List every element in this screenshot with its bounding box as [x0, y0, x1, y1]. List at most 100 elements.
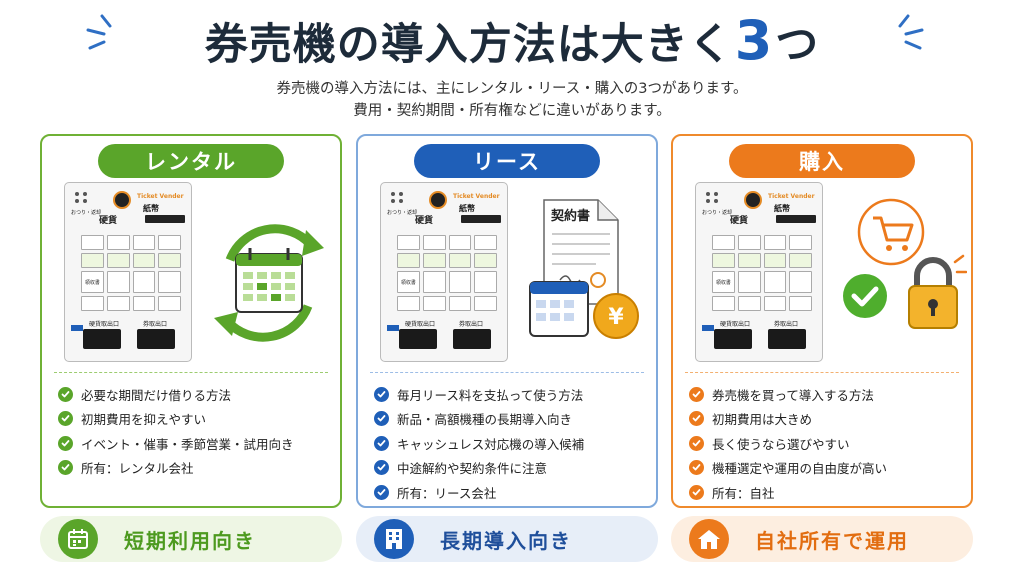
coin-label: 硬貨 — [730, 216, 749, 226]
ticket-button — [789, 253, 812, 268]
ticket-button — [422, 296, 446, 311]
bottom-badge-purchase: 自社所有で運用 — [671, 516, 973, 562]
contract-document-icon: 契約書 ¥ — [529, 199, 639, 339]
machine-badge — [71, 325, 83, 331]
check-icon — [374, 460, 389, 476]
machine-brand: Ticket Vender — [137, 193, 184, 200]
machine-brand: Ticket Vender — [453, 193, 500, 200]
check-icon — [374, 435, 389, 451]
coin-return-slot — [399, 329, 437, 349]
ticket-button — [448, 253, 472, 268]
yen-coin-icon: ¥ — [608, 305, 624, 330]
purchase-illustration — [843, 198, 967, 329]
ticket-button — [81, 235, 104, 250]
title-number: 3 — [734, 8, 774, 72]
ticket-button — [422, 271, 446, 293]
ticket-button — [737, 271, 761, 293]
item-text: 必要な期間だけ借りる方法 — [81, 387, 232, 403]
coin-return-slot — [83, 329, 121, 349]
building-icon — [374, 519, 414, 559]
subtitle-line-1: 券売機の導入方法には、主にレンタル・リース・購入の3つがあります。 — [276, 81, 748, 97]
bill-label: 紙幣 — [774, 204, 790, 213]
coin-slot-icon — [113, 191, 131, 209]
ticket-machine: Ticket Vender 紙幣 硬貨 おつり・返却 領収書 硬貨取出口 券取出… — [380, 182, 508, 362]
ticket-button — [737, 253, 761, 268]
bottom-label: 自社所有で運用 — [755, 528, 909, 553]
item-text: 所有：リース会社 — [397, 485, 497, 501]
bottom-label: 長期導入向き — [440, 528, 572, 553]
ticket-button — [474, 271, 497, 293]
ticket-button — [158, 271, 181, 293]
change-label: おつり・返却 — [387, 210, 418, 216]
ticket-button — [789, 296, 812, 311]
ticket-button — [712, 235, 735, 250]
list-item: イベント・催事・季節営業・試用向き — [58, 431, 334, 456]
list-item: 券売機を買って導入する方法 — [689, 382, 965, 407]
item-text: 長く使うなら選びやすい — [712, 436, 850, 452]
item-text: 所有：レンタル会社 — [81, 461, 194, 477]
ticket-button — [397, 296, 420, 311]
ticket-button — [789, 235, 812, 250]
item-text: 券売機を買って導入する方法 — [712, 387, 874, 403]
ticket-button — [397, 235, 420, 250]
ticket-button — [158, 253, 181, 268]
bill-label: 紙幣 — [143, 204, 159, 213]
check-icon — [689, 484, 704, 500]
ticket-button — [132, 271, 156, 293]
ticket-button — [448, 296, 472, 311]
item-list: 必要な期間だけ借りる方法初期費用を抑えやすいイベント・催事・季節営業・試用向き所… — [58, 382, 334, 480]
header: 券売機の導入方法は大きく 3 つ — [0, 8, 1024, 72]
card-lease: リース Ticket Vender 紙幣 硬貨 おつり・返却 領収書 硬貨取出口… — [356, 134, 658, 508]
subtitle: 券売機の導入方法には、主にレンタル・リース・購入の3つがあります。 費用・契約期… — [0, 78, 1024, 122]
ticket-button — [448, 271, 472, 293]
bottom-badge-lease: 長期導入向き — [356, 516, 658, 562]
list-item: 機種選定や運用の自由度が高い — [689, 456, 965, 481]
check-icon — [689, 386, 704, 402]
ticket-button — [132, 235, 156, 250]
card-label: レンタル — [98, 144, 284, 178]
ticket-button — [474, 253, 497, 268]
ticket-button: 領収書 — [397, 271, 420, 293]
page-title: 券売機の導入方法は大きく 3 つ — [205, 9, 820, 72]
list-item: 所有：自社 — [689, 480, 965, 505]
list-item: 所有：リース会社 — [374, 480, 650, 505]
bill-slot — [145, 215, 185, 223]
ticket-button — [789, 271, 812, 293]
divider — [685, 372, 959, 373]
return-label: 硬貨取出口 — [89, 321, 120, 328]
bill-label: 紙幣 — [459, 204, 475, 213]
ticket-button — [158, 235, 181, 250]
check-icon — [374, 484, 389, 500]
check-icon — [374, 386, 389, 402]
ticket-button — [106, 253, 130, 268]
ticket-out-label: 券取出口 — [459, 321, 484, 328]
ticket-button: 領収書 — [81, 271, 104, 293]
item-text: 機種選定や運用の自由度が高い — [712, 461, 888, 477]
ticket-machine: Ticket Vender 紙幣 硬貨 おつり・返却 領収書 硬貨取出口 券取出… — [64, 182, 192, 362]
change-label: おつり・返却 — [71, 210, 102, 216]
ticket-button — [737, 296, 761, 311]
house-icon — [689, 519, 729, 559]
coin-label: 硬貨 — [99, 216, 118, 226]
title-end: つ — [775, 19, 820, 70]
ticket-button — [763, 235, 787, 250]
contract-label: 契約書 — [550, 208, 590, 224]
ticket-button — [422, 253, 446, 268]
ticket-button — [474, 296, 497, 311]
ticket-button — [712, 296, 735, 311]
card-purchase: 購入 Ticket Vender 紙幣 硬貨 おつり・返却 領収書 硬貨取出口 … — [671, 134, 973, 508]
ticket-button — [737, 235, 761, 250]
list-item: 長く使うなら選びやすい — [689, 431, 965, 456]
ticket-machine: Ticket Vender 紙幣 硬貨 おつり・返却 領収書 硬貨取出口 券取出… — [695, 182, 823, 362]
coin-return-slot — [714, 329, 752, 349]
ticket-button — [474, 235, 497, 250]
calendar-icon — [58, 519, 98, 559]
title-main: 券売機の導入方法は大きく — [204, 19, 733, 70]
ticket-button — [158, 296, 181, 311]
ticket-button — [763, 253, 787, 268]
check-icon — [58, 411, 73, 427]
ticket-button-grid: 領収書 — [397, 235, 497, 311]
ticket-button — [712, 253, 735, 268]
card-label: 購入 — [729, 144, 915, 178]
check-icon — [58, 435, 73, 451]
